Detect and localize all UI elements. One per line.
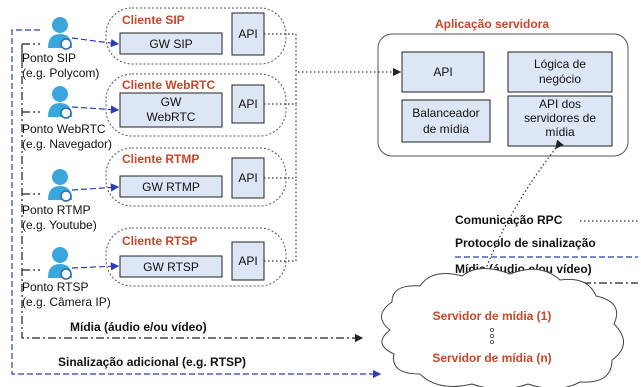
gw-rtsp-label: GW RTSP (143, 260, 199, 274)
client-rtsp-title: Cliente RTSP (122, 234, 197, 248)
media-server-cloud: Servidor de mídia (1) Servidor de mídia … (381, 268, 624, 387)
point-webrtc-line-2: (e.g. Navegador) (22, 137, 112, 151)
media-balancer-line-1: Balanceador (412, 106, 479, 120)
point-rtsp-line-1: Ponto RTSP (22, 280, 88, 294)
gw-webrtc-line-1: GW (161, 95, 182, 109)
client-rtsp: Cliente RTSP GW RTSP API (105, 227, 287, 287)
server-application: Aplicação servidora API Lógica de negóci… (377, 17, 629, 157)
client-sip-api-label: API (238, 27, 257, 41)
client-sip-title: Cliente SIP (122, 13, 185, 27)
client-webrtc-api-box (231, 84, 265, 124)
client-webrtc-api-label: API (238, 97, 257, 111)
bottom-media-label: Mídia (áudio e/ou vídeo) (70, 320, 207, 334)
point-rtsp-line-2: (e.g. Câmera IP) (22, 295, 111, 309)
gw-webrtc-box (119, 92, 223, 128)
person-rtsp-icon (48, 247, 72, 280)
client-sip: Cliente SIP GW SIP API (105, 7, 287, 65)
point-sip-line-1: Ponto SIP (22, 51, 76, 65)
person-sip-icon (48, 17, 72, 50)
point-sip-line-2: (e.g. Polycom) (22, 66, 99, 80)
client-rtmp-api-box (231, 157, 265, 199)
server-api-label: API (433, 65, 452, 79)
client-rtsp-api-box (231, 241, 265, 281)
client-webrtc: Cliente WebRTC GW WebRTC API (105, 73, 287, 137)
business-logic-line-2: negócio (539, 72, 581, 86)
bottom-extra-signaling-label: Sinalização adicional (e.g. RTSP) (58, 355, 246, 369)
legend-rpc-label: Comunicação RPC (455, 213, 563, 227)
client-rtmp: Cliente RTMP GW RTMP API (105, 147, 287, 207)
client-sip-api-box (231, 12, 265, 56)
legend: Comunicação RPC Protocolo de sinalização… (455, 213, 638, 284)
point-rtmp-line-1: Ponto RTMP (22, 203, 90, 217)
media-servers-api-line-3: mídia (545, 125, 575, 139)
media-server-n-label: Servidor de mídia (n) (432, 351, 551, 365)
business-logic-box (507, 51, 613, 93)
gw-rtsp-box (119, 255, 223, 278)
business-logic-line-1: Lógica de (534, 57, 586, 71)
media-balancer-box (401, 99, 491, 143)
gw-sip-label: GW SIP (149, 37, 192, 51)
person-rtmp-icon (48, 169, 72, 202)
media-server-1-label: Servidor de mídia (1) (433, 309, 552, 323)
server-app-title: Aplicação servidora (435, 17, 549, 31)
point-rtmp-line-2: (e.g. Youtube) (22, 218, 97, 232)
gw-sip-box (119, 32, 223, 55)
person-webrtc-icon (48, 86, 72, 119)
point-webrtc-line-1: Ponto WebRTC (22, 122, 106, 136)
gw-rtmp-box (119, 175, 223, 198)
media-servers-api-line-2: servidores de (524, 111, 596, 125)
media-servers-api-line-1: API dos (539, 97, 581, 111)
client-webrtc-title: Cliente WebRTC (122, 78, 215, 92)
client-rtmp-title: Cliente RTMP (122, 152, 199, 166)
media-balancer-line-2: de mídia (423, 122, 469, 136)
server-api-box (401, 51, 485, 93)
gw-rtmp-label: GW RTMP (142, 180, 200, 194)
client-rtmp-api-label: API (238, 171, 257, 185)
gw-webrtc-line-2: WebRTC (147, 110, 196, 124)
client-rtsp-api-label: API (238, 254, 257, 268)
legend-signaling-label: Protocolo de sinalização (455, 236, 596, 250)
